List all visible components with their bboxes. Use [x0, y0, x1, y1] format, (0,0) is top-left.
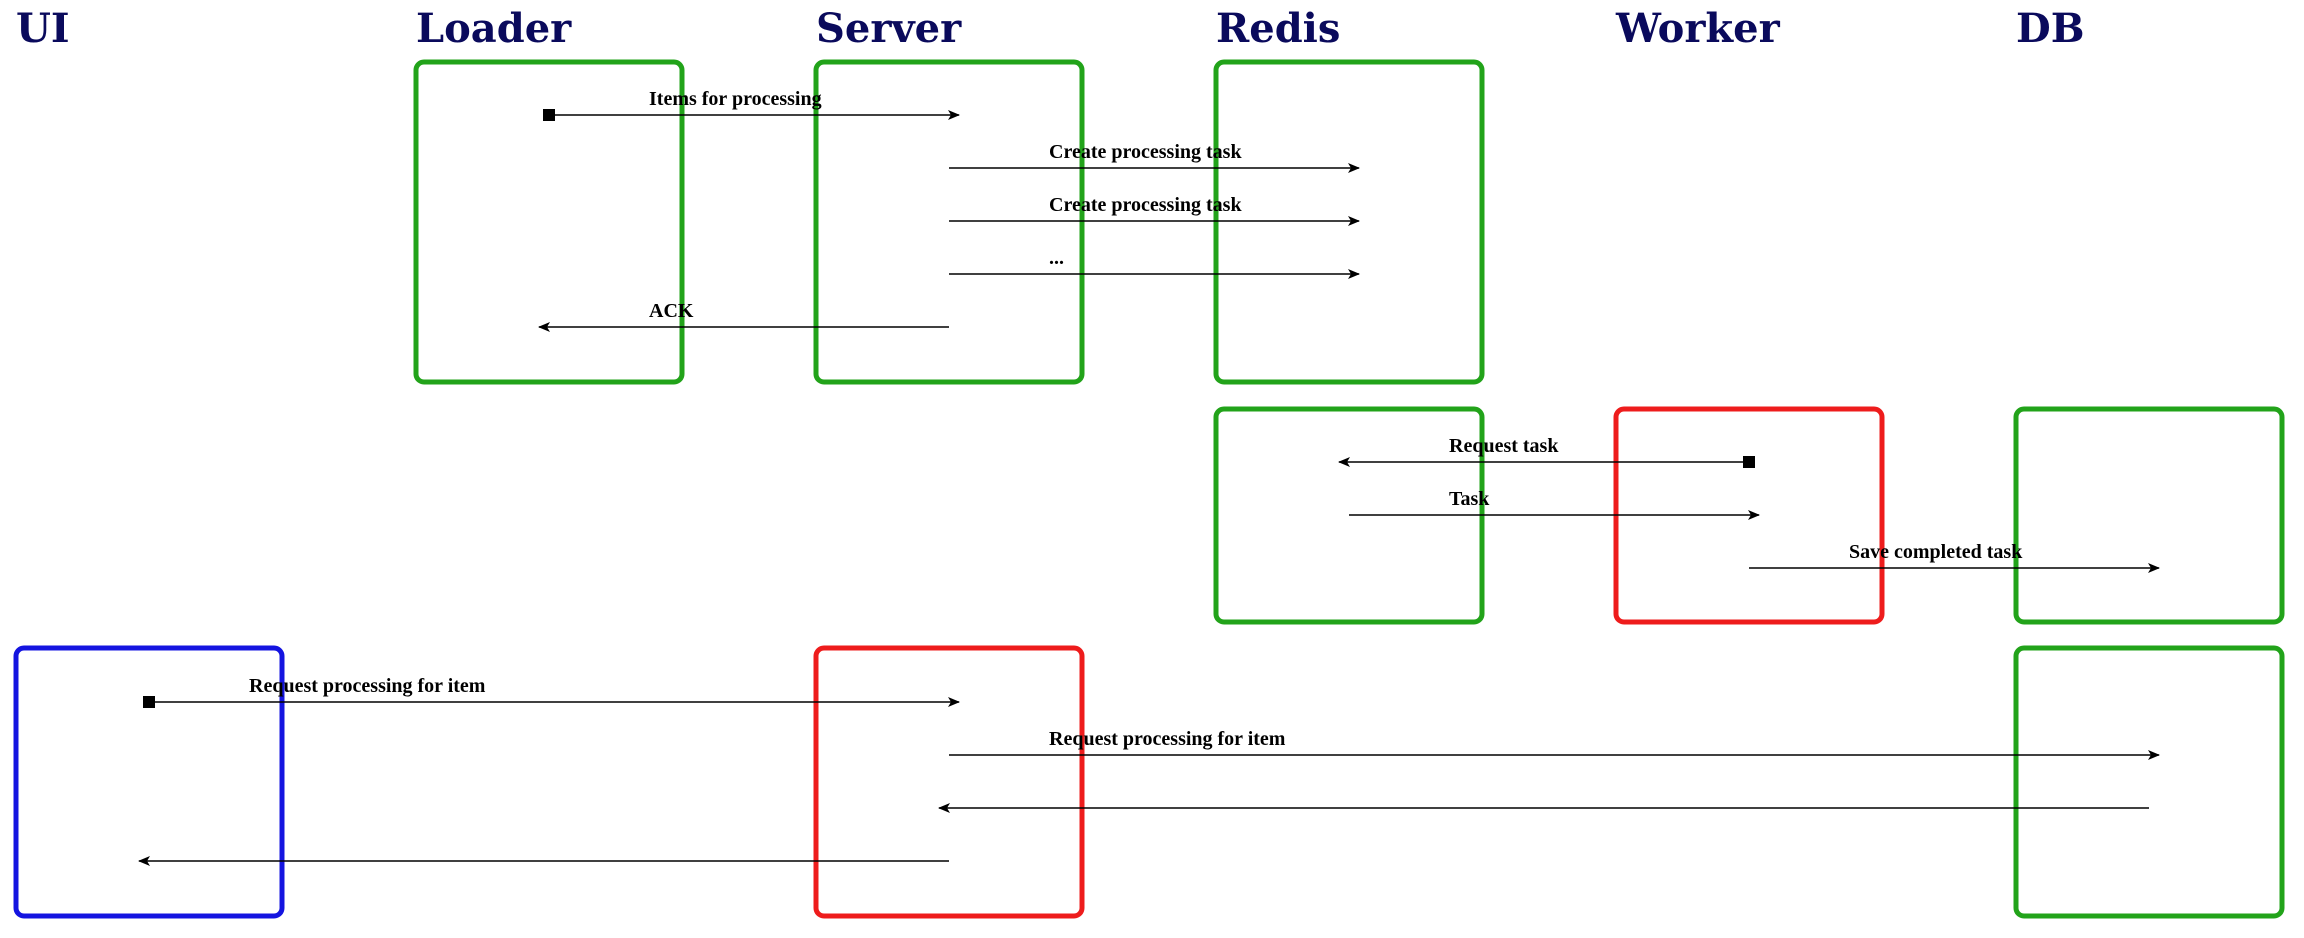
- message-label: Request processing for item: [1049, 728, 1286, 750]
- start-marker: [143, 696, 155, 708]
- message-label: Request task: [1449, 435, 1559, 457]
- start-marker: [543, 109, 555, 121]
- start-marker: [1743, 456, 1755, 468]
- message-label: Task: [1449, 488, 1490, 510]
- column-title-worker: Worker: [1615, 5, 1781, 52]
- column-title-server: Server: [816, 5, 962, 52]
- column-titles: UI Loader Server Redis Worker DB: [16, 5, 2085, 52]
- message-label: Create processing task: [1049, 141, 1242, 163]
- message-label: Save completed task: [1849, 541, 2023, 563]
- message-label: Create processing task: [1049, 194, 1242, 216]
- column-title-ui: UI: [16, 5, 70, 52]
- activation-box-db-worker: [2013, 406, 2285, 625]
- activation-box-server-batch: [813, 59, 1085, 385]
- column-title-db: DB: [2016, 5, 2085, 52]
- activation-boxes: [13, 59, 2285, 919]
- message-label: Request processing for item: [249, 675, 486, 697]
- activation-box-db-ui-request: [2013, 645, 2285, 919]
- column-title-loader: Loader: [416, 5, 572, 52]
- activation-box-server-ui-request: [813, 645, 1085, 919]
- activation-box-ui-ui-request: [13, 645, 285, 919]
- activation-box-redis-batch: [1213, 59, 1485, 385]
- message-label: Items for processing: [649, 88, 822, 110]
- column-title-redis: Redis: [1216, 5, 1340, 52]
- message-label: ACK: [649, 300, 694, 322]
- message-label: ...: [1049, 247, 1064, 269]
- activation-box-loader-batch: [413, 59, 685, 385]
